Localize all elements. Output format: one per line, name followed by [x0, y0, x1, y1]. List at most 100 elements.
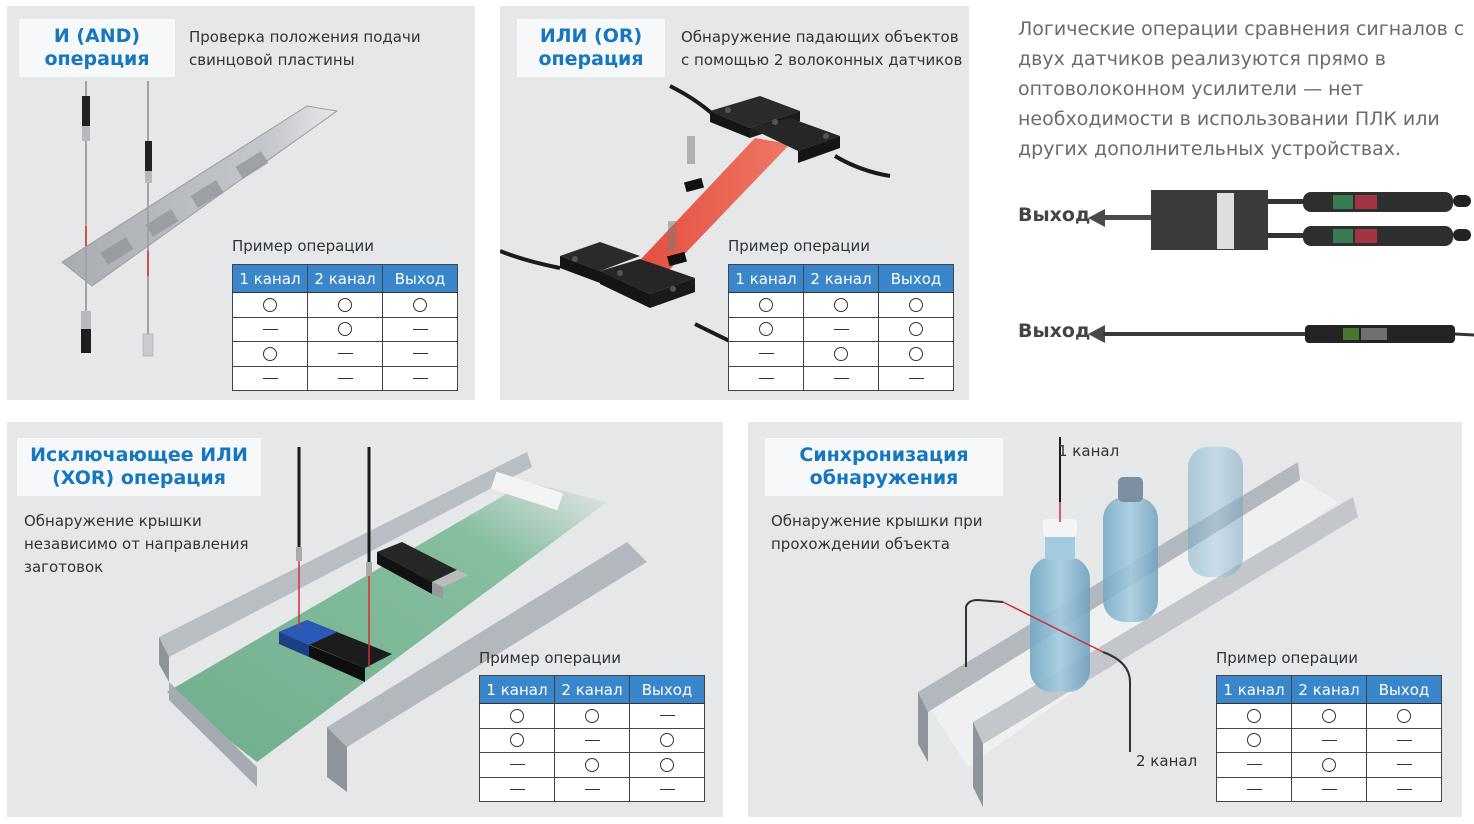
output-label-single-amplifier: Выход — [1018, 320, 1091, 342]
cell-channel-2 — [1291, 752, 1367, 778]
cell-channel-2 — [307, 365, 383, 391]
truth-table-row — [479, 727, 705, 753]
cell-channel-1 — [728, 365, 804, 391]
truth-table-row — [728, 292, 954, 318]
falling-object-2 — [667, 251, 687, 267]
off-dash-icon — [509, 764, 525, 766]
xor-description-line3: заготовок — [24, 558, 104, 576]
truth-table-row — [232, 341, 458, 367]
on-circle-icon — [909, 322, 923, 337]
on-circle-icon — [338, 322, 352, 337]
off-dash-icon — [337, 353, 353, 355]
cell-channel-2 — [307, 341, 383, 367]
cell-channel-2 — [1291, 703, 1367, 729]
output-arrow-shaft-top — [1103, 215, 1151, 220]
cell-output — [629, 703, 705, 729]
truth-table-row — [479, 703, 705, 729]
fiber-sensor-1 — [81, 81, 91, 353]
off-dash-icon — [412, 328, 428, 330]
off-dash-icon — [908, 377, 924, 379]
cell-output — [1366, 752, 1442, 778]
truth-table-row — [479, 752, 705, 778]
cell-output — [878, 365, 954, 391]
cell-channel-1 — [479, 776, 555, 802]
truth-table-row — [1216, 727, 1442, 753]
on-circle-icon — [759, 297, 773, 312]
fiber-sensor-channel-2 — [965, 598, 1131, 752]
cell-channel-2 — [803, 341, 879, 367]
output-arrow-shaft-bottom — [1103, 332, 1308, 336]
usb-stick-uncapped — [377, 542, 469, 599]
cell-output — [629, 727, 705, 753]
off-dash-icon — [262, 328, 278, 330]
off-dash-icon — [412, 377, 428, 379]
cell-channel-1 — [728, 341, 804, 367]
cell-output — [878, 316, 954, 342]
sync-title-line1: Синхронизация — [799, 444, 969, 466]
sync-description-line2: прохождении объекта — [771, 535, 950, 553]
sync-truth-table: 1 канал 2 канал Выход — [1216, 675, 1442, 802]
header-channel-1: 1 канал — [728, 264, 804, 293]
cell-channel-1 — [479, 703, 555, 729]
on-circle-icon — [660, 757, 674, 772]
intro-description: Логические операции сравнения сигналов с… — [1018, 18, 1465, 160]
cell-output — [878, 341, 954, 367]
on-circle-icon — [585, 708, 599, 723]
falling-object-1 — [684, 177, 704, 193]
cell-channel-2 — [1291, 727, 1367, 753]
sync-description: Обнаружение крышки при прохождении объек… — [771, 510, 983, 556]
header-channel-2: 2 канал — [803, 264, 879, 293]
usb-conveyor-illustration — [159, 447, 647, 792]
fiber-sensor-xor-2 — [366, 447, 372, 667]
xor-description: Обнаружение крышки независимо от направл… — [24, 510, 249, 579]
cell-channel-1 — [1216, 776, 1292, 802]
falling-object-sensor-illustration — [500, 84, 891, 348]
cell-channel-2 — [803, 292, 879, 318]
fiber-amplifier-2 — [1303, 226, 1471, 246]
xor-description-line1: Обнаружение крышки — [24, 512, 202, 530]
cell-channel-2 — [803, 316, 879, 342]
cell-output — [382, 292, 458, 318]
xor-title-line1: Исключающее ИЛИ — [30, 444, 248, 466]
cell-channel-2 — [554, 752, 630, 778]
on-circle-icon — [1322, 708, 1336, 723]
cell-channel-1 — [479, 752, 555, 778]
header-channel-2: 2 канал — [307, 264, 383, 293]
cell-output — [1366, 703, 1442, 729]
or-operation-panel: ИЛИ (OR) операция Обнаружение падающих о… — [500, 6, 969, 400]
off-dash-icon — [659, 788, 675, 790]
and-operation-panel: И (AND) операция Проверка положения пода… — [7, 6, 475, 400]
xor-truth-table: 1 канал 2 канал Выход — [479, 675, 705, 802]
cell-channel-2 — [554, 776, 630, 802]
off-dash-icon — [262, 377, 278, 379]
falling-object-blur-2 — [668, 221, 676, 251]
or-truth-table: 1 канал 2 канал Выход — [728, 264, 954, 391]
cell-channel-1 — [232, 341, 308, 367]
off-dash-icon — [509, 788, 525, 790]
off-dash-icon — [1321, 739, 1337, 741]
on-circle-icon — [263, 297, 277, 312]
on-circle-icon — [834, 346, 848, 361]
off-dash-icon — [1396, 764, 1412, 766]
single-amplifier-illustration — [1088, 325, 1474, 343]
cell-channel-1 — [1216, 727, 1292, 753]
or-description-line1: Обнаружение падающих объектов — [681, 28, 959, 46]
cell-channel-1 — [232, 316, 308, 342]
sync-description-line1: Обнаружение крышки при — [771, 512, 983, 530]
sync-detection-panel: Синхронизация обнаружения Обнаружение кр… — [748, 422, 1462, 817]
output-arrow-head-top — [1088, 209, 1105, 227]
header-output: Выход — [1366, 675, 1442, 704]
or-example-label: Пример операции — [728, 237, 871, 255]
off-dash-icon — [758, 377, 774, 379]
off-dash-icon — [758, 353, 774, 355]
sync-example-label: Пример операции — [1216, 649, 1359, 667]
off-dash-icon — [337, 377, 353, 379]
cell-channel-2 — [307, 292, 383, 318]
logic-controller-unit — [1151, 190, 1268, 250]
cell-channel-2 — [1291, 776, 1367, 802]
cell-output — [1366, 727, 1442, 753]
cell-channel-1 — [728, 292, 804, 318]
header-channel-1: 1 канал — [479, 675, 555, 704]
header-channel-2: 2 канал — [1291, 675, 1367, 704]
off-dash-icon — [833, 328, 849, 330]
